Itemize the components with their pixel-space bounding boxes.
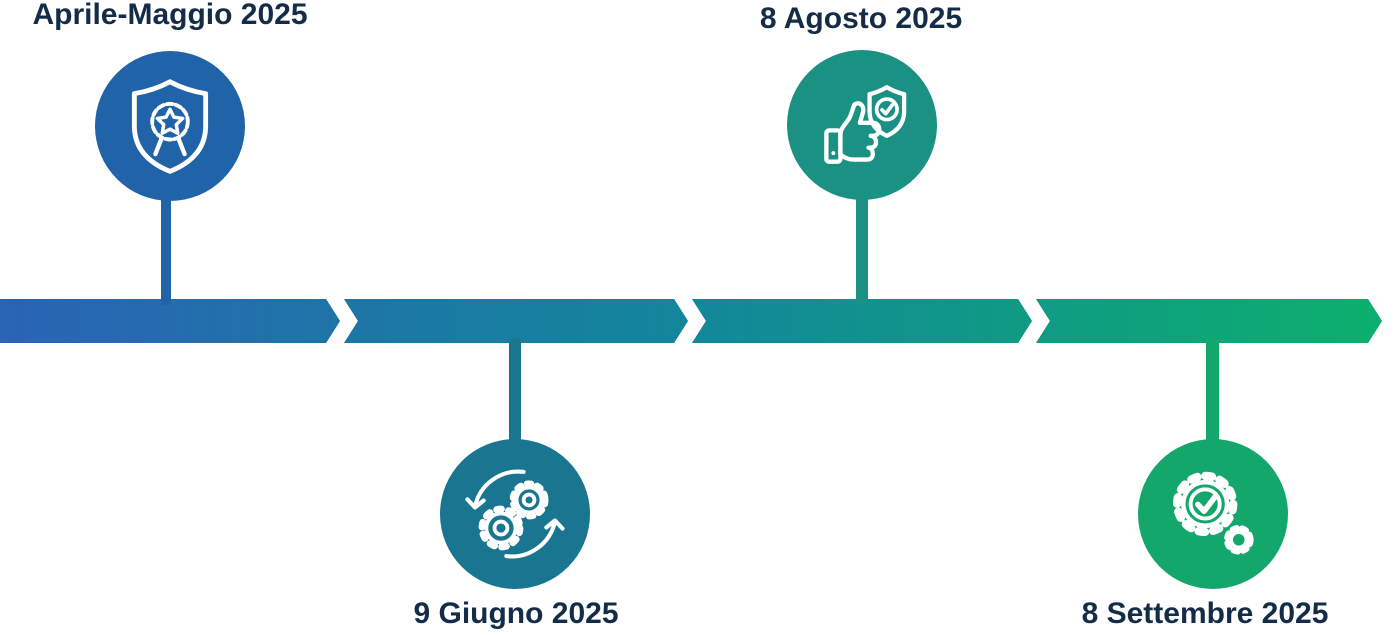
band-segment-2 bbox=[344, 299, 688, 343]
thumbs-up-shield-icon bbox=[824, 85, 907, 164]
milestone-label-4: 8 Settembre 2025 bbox=[1081, 597, 1329, 630]
milestone-label-1: Aprile-Maggio 2025 bbox=[32, 0, 308, 31]
milestone-circle-4 bbox=[1138, 439, 1288, 589]
shield-award-icon bbox=[131, 79, 209, 174]
milestone-circle-1 bbox=[95, 51, 245, 201]
band-segment-3 bbox=[692, 299, 1032, 343]
connector-line-4 bbox=[1206, 339, 1219, 445]
sync-gears-icon bbox=[465, 469, 565, 559]
milestone-circle-2 bbox=[440, 439, 590, 589]
milestone-label-3: 8 Agosto 2025 bbox=[759, 2, 963, 35]
milestone-label-2: 9 Giugno 2025 bbox=[413, 597, 619, 630]
connector-line-2 bbox=[509, 339, 521, 446]
band-segment-4 bbox=[1036, 299, 1382, 343]
milestone-circle-3 bbox=[787, 50, 937, 200]
gear-check-icon bbox=[1172, 471, 1254, 555]
band-segment-1 bbox=[0, 299, 340, 343]
connector-line-1 bbox=[161, 190, 171, 305]
timeline-band bbox=[0, 299, 1400, 343]
connector-line-3 bbox=[856, 186, 868, 305]
